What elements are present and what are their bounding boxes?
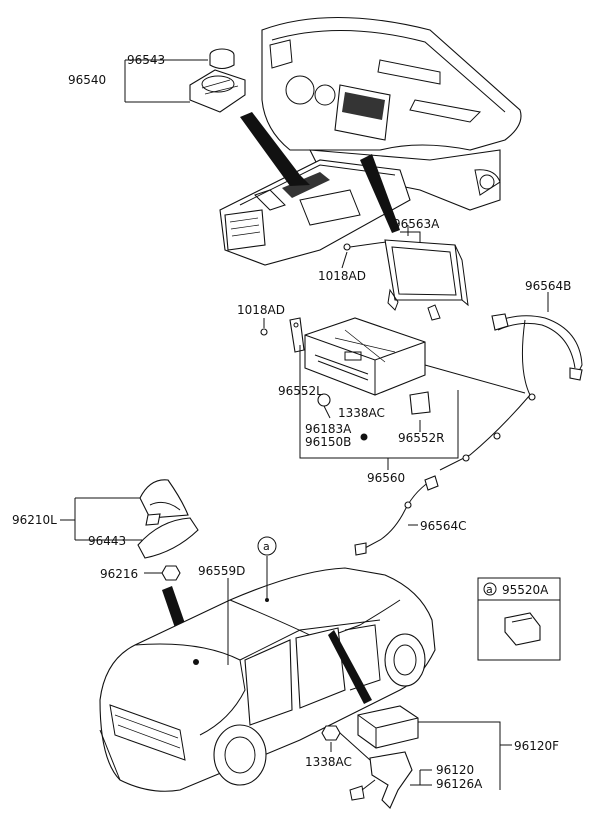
label-96543: 96543	[127, 53, 165, 67]
inset-95520A	[477, 577, 561, 661]
screw-1018AD-top	[343, 241, 387, 251]
callout-a-letter: a	[263, 540, 270, 553]
label-96564B: 96564B	[525, 279, 571, 293]
cable-96564C	[354, 475, 439, 556]
label-96443: 96443	[88, 534, 126, 548]
callout-a-circle	[257, 536, 277, 556]
nut-1338AC-bottom	[321, 725, 341, 741]
leader-arrow-knob	[240, 112, 310, 186]
label-96210L: 96210L	[12, 513, 57, 527]
label-96216: 96216	[100, 567, 138, 581]
leader-lines	[60, 59, 549, 790]
label-1018AD-top: 1018AD	[318, 269, 366, 283]
label-96560: 96560	[367, 471, 405, 485]
label-96150B: 96150B	[305, 435, 351, 449]
head-unit-96560	[289, 317, 431, 441]
module-96120F	[349, 705, 419, 809]
cable-96564B	[439, 313, 583, 471]
label-96559D: 96559D	[198, 564, 245, 578]
leader-arrow-car	[328, 630, 372, 704]
inset-a-letter: a	[486, 583, 493, 596]
label-1338AC-mid: 1338AC	[338, 406, 385, 420]
controller-knob-96540	[189, 48, 246, 113]
car-body	[99, 567, 436, 792]
label-96120F: 96120F	[514, 739, 559, 753]
screw-1018AD-mid	[260, 328, 268, 336]
label-1338AC-bottom: 1338AC	[305, 755, 352, 769]
dashboard-illustration	[219, 16, 522, 266]
nut-96216	[161, 565, 181, 581]
label-96552L: 96552L	[278, 384, 323, 398]
label-1018AD-mid: 1018AD	[237, 303, 285, 317]
label-95520A: 95520A	[502, 583, 549, 597]
monitor-96563A	[384, 231, 469, 321]
part-labels: 96543 96540 96563A 1018AD 96564B 1018AD …	[12, 53, 571, 791]
label-96126A: 96126A	[436, 777, 483, 791]
antenna-cover-96443	[137, 517, 199, 559]
label-96120: 96120	[436, 763, 474, 777]
label-96540: 96540	[68, 73, 106, 87]
label-96564C: 96564C	[420, 519, 467, 533]
label-96552R: 96552R	[398, 431, 445, 445]
antenna-96210L	[139, 479, 189, 526]
leader-arrow-monitor	[360, 154, 400, 233]
label-96563A: 96563A	[393, 217, 440, 231]
label-96183A: 96183A	[305, 422, 352, 436]
